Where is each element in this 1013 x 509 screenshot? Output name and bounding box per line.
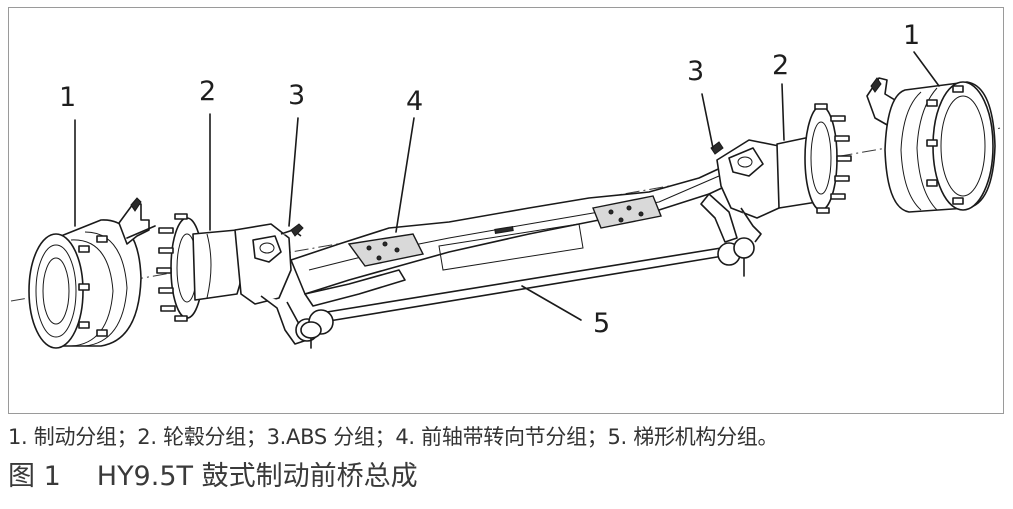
callout-left-brake-drum: 1 [59,82,77,113]
callout-left-abs: 3 [288,80,306,111]
right-knuckle-abs [710,139,790,243]
callout-right-brake-drum: 1 [903,20,921,51]
figure-caption: 图 1 HY9.5T 鼓式制动前桥总成 [8,462,418,492]
left-brake-drum [28,197,156,349]
parts-legend: 1. 制动分组；2. 轮毂分组；3.ABS 分组；4. 前轴带转向节分组；5. … [8,425,779,449]
tie-rod [300,237,755,349]
figure-number: 图 1 [8,461,61,492]
leader-lines [74,51,940,321]
right-wheel-hub [776,103,852,214]
callout-right-wheel-hub: 2 [772,50,790,81]
callout-left-wheel-hub: 2 [199,76,217,107]
right-brake-drum [866,77,996,213]
callout-tie-rod: 5 [593,308,611,339]
callout-axle-beam: 4 [406,86,424,117]
front-axle-drawing: .ln { fill: none; stroke: #1a1a1a; strok… [10,51,1002,349]
left-wheel-hub [156,213,244,322]
diagram-frame: .ln { fill: none; stroke: #1a1a1a; strok… [8,7,1004,414]
front-axle-beam [290,163,740,307]
callout-right-abs: 3 [687,56,705,87]
figure-title: HY9.5T 鼓式制动前桥总成 [96,461,418,492]
left-knuckle-abs [234,223,319,345]
